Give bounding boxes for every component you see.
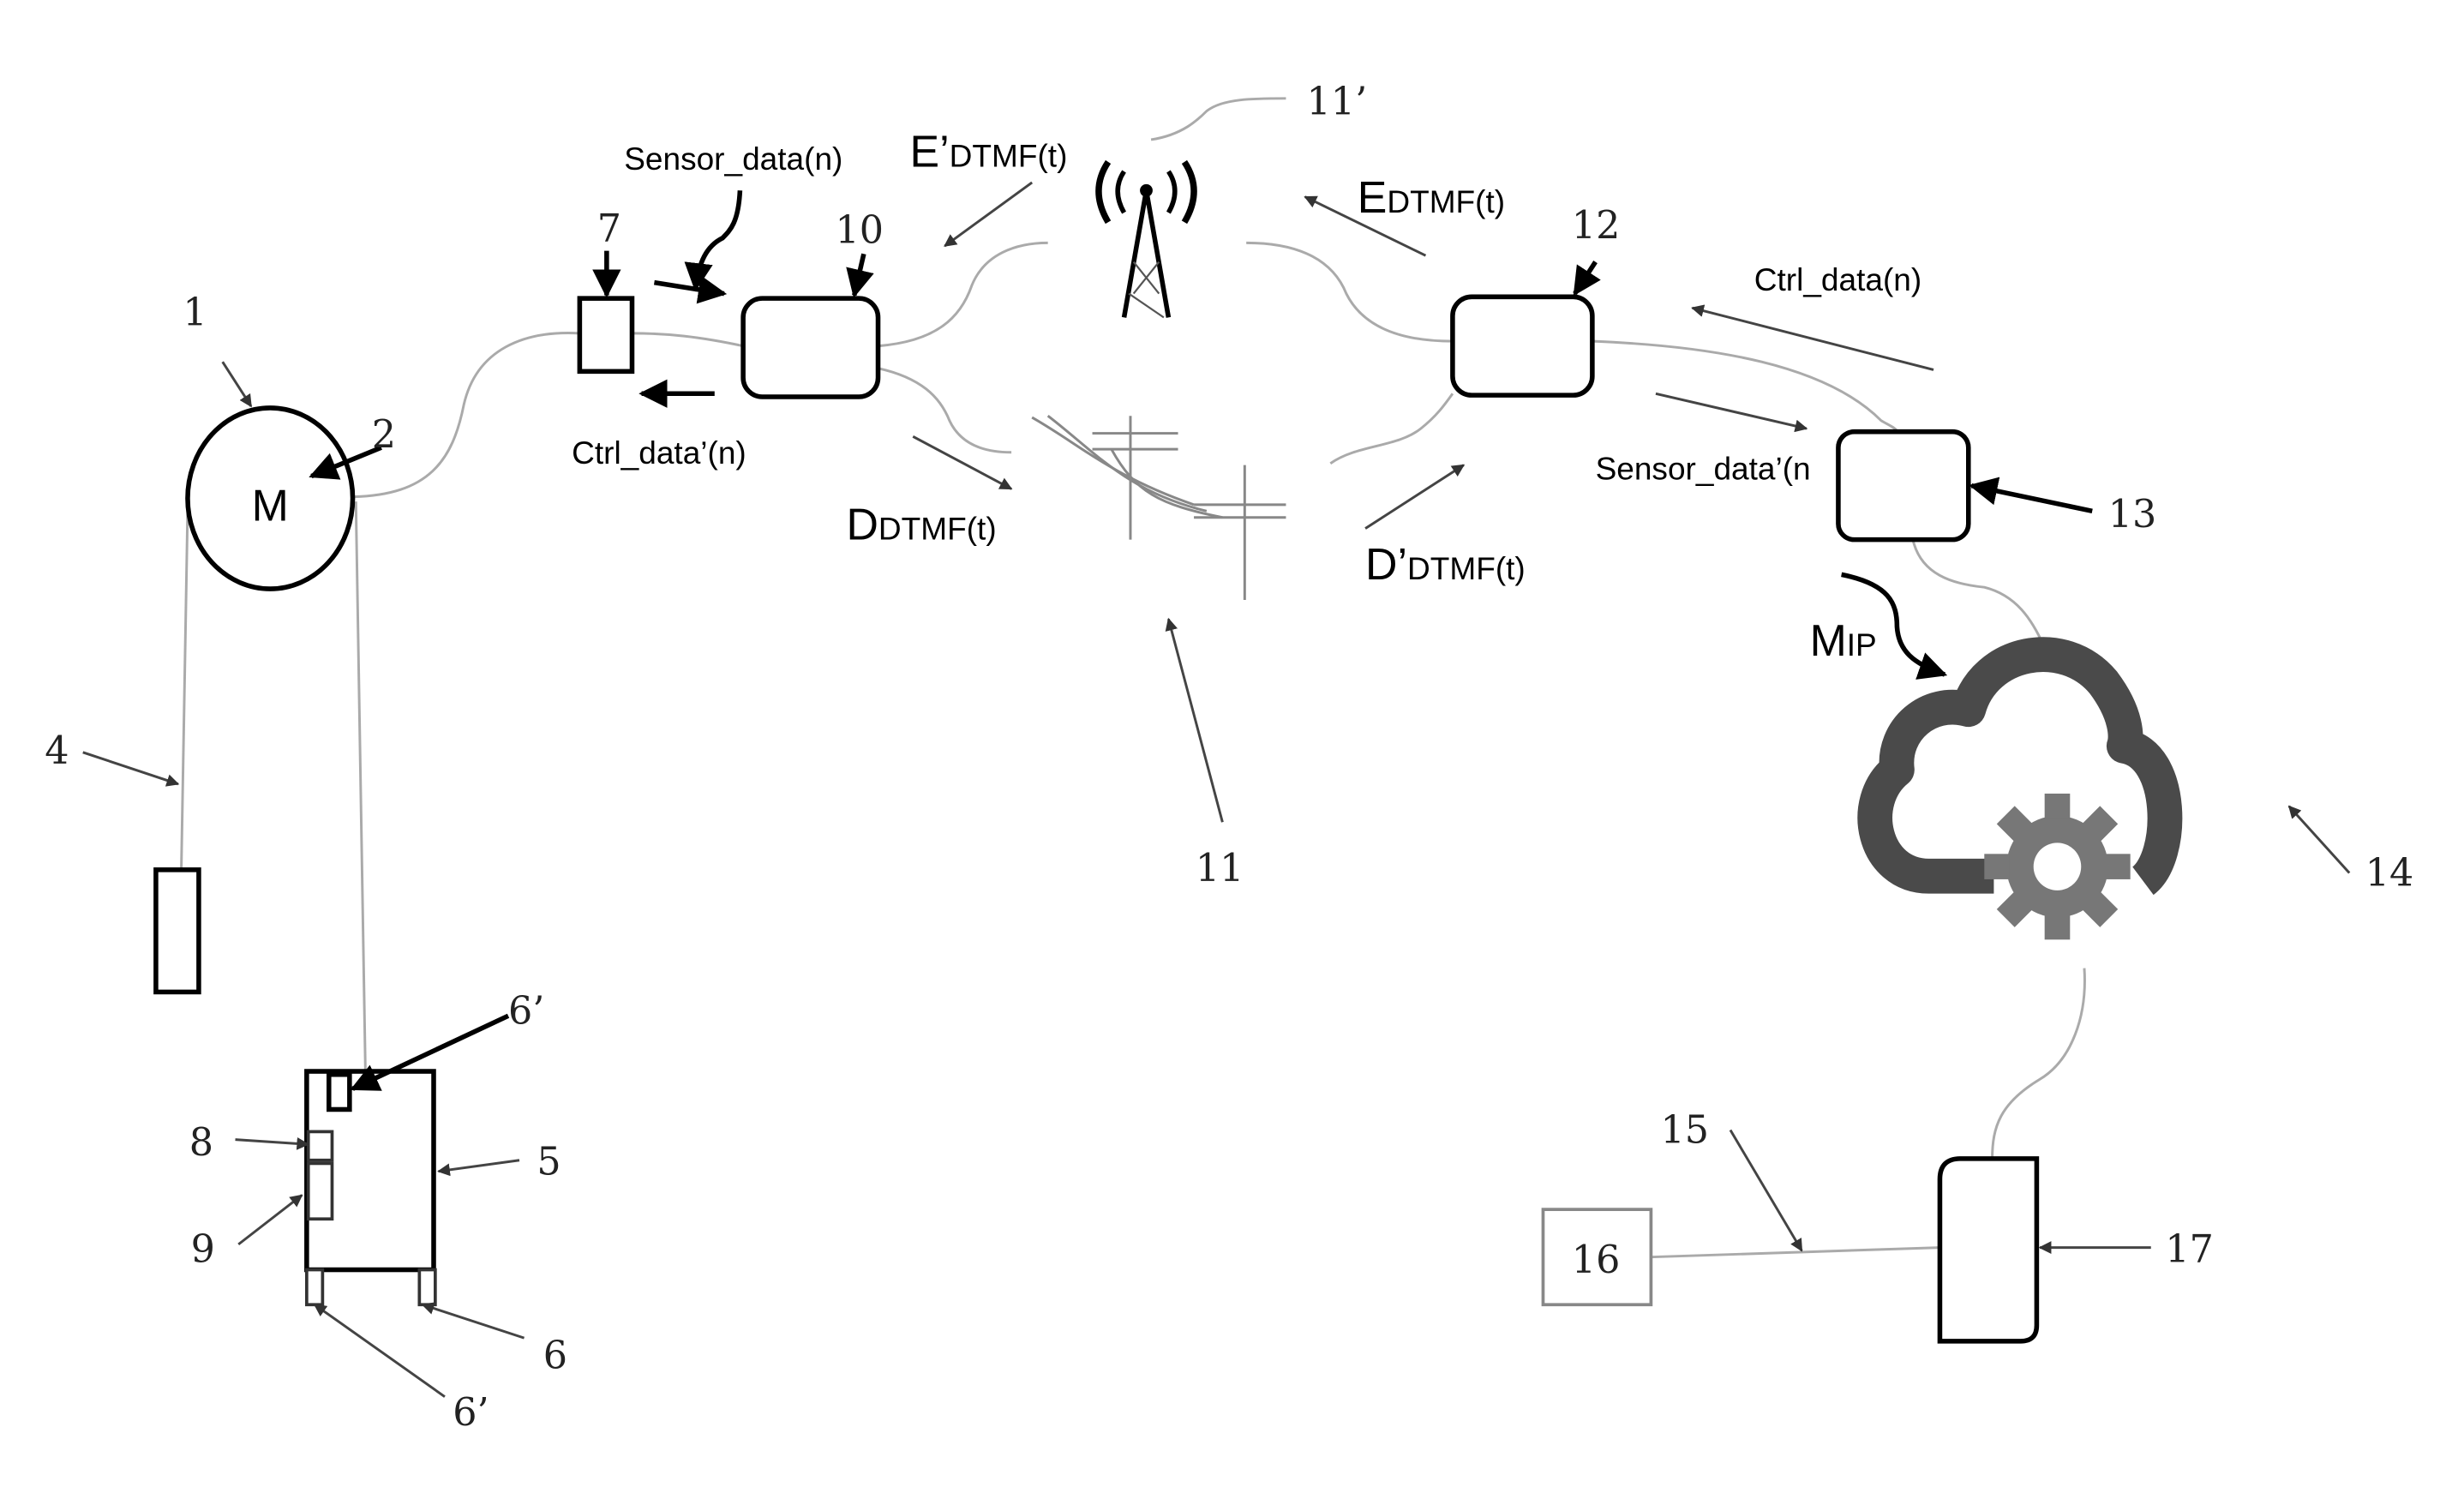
leader-14 — [2287, 805, 2351, 874]
arrow-sensor-curve — [684, 190, 743, 292]
counterweight — [153, 867, 201, 995]
device-16 — [1541, 1208, 1653, 1307]
arrow-2 — [309, 445, 382, 480]
car-foot-right — [417, 1268, 437, 1307]
arrow-d — [912, 435, 1013, 490]
device-12 — [1450, 294, 1595, 398]
label-d-dtmf: DDTMF(t) — [846, 500, 996, 549]
wire-power-to-12 — [1329, 393, 1454, 465]
ref-5: 5 — [537, 1140, 561, 1184]
leader-6 — [421, 1302, 525, 1340]
rope-left — [180, 507, 189, 870]
ref-6p-bottom: 6’ — [453, 1391, 489, 1435]
car-module-8 — [306, 1130, 334, 1162]
ref-8: 8 — [189, 1121, 213, 1165]
arrow-12 — [1573, 261, 1601, 297]
arrow-d-prime — [1364, 464, 1466, 530]
label-e-dtmf: EDTMF(t) — [1358, 172, 1505, 222]
wire-10-to-power — [878, 367, 1012, 454]
wire-12-to-13 — [1592, 339, 1898, 433]
power-line-icon — [1031, 415, 1286, 601]
ref-9: 9 — [191, 1227, 215, 1271]
ref-7: 7 — [597, 207, 621, 250]
car-foot-left — [304, 1268, 325, 1307]
ref-17: 17 — [2165, 1227, 2214, 1271]
leader-11p — [1150, 97, 1286, 141]
ref-6p-top: 6’ — [508, 989, 544, 1033]
leader-11 — [1165, 617, 1224, 823]
device-7 — [577, 296, 635, 375]
arrow-mip — [1841, 572, 1948, 680]
ref-2: 2 — [372, 413, 396, 457]
arrow-sensor-data-prime — [1655, 392, 1808, 433]
leader-5 — [437, 1159, 520, 1177]
motor-label: M — [252, 480, 289, 530]
arrow-6p-top — [350, 1013, 510, 1091]
ref-15: 15 — [1661, 1108, 1710, 1152]
device-13 — [1836, 429, 1971, 543]
label-sensor-data-prime: Sensor_data’(n — [1596, 450, 1811, 486]
wire-tower-to-12 — [1246, 241, 1453, 343]
arrow-13 — [1969, 477, 2093, 514]
ref-14: 14 — [2365, 851, 2414, 895]
device-10 — [740, 296, 881, 399]
wire-10-to-tower — [878, 241, 1048, 348]
ref-13: 13 — [2108, 493, 2157, 537]
radio-tower-icon — [1095, 159, 1197, 319]
cloud-service-icon — [1857, 637, 2183, 940]
arrow-e — [1304, 195, 1427, 257]
label-ctrl-data-prime: Ctrl_data’(n) — [572, 435, 746, 471]
car-module-9 — [306, 1161, 334, 1221]
label-sensor-data: Sensor_data(n) — [624, 141, 842, 177]
wire-13-to-cloud — [1911, 539, 2047, 649]
ref-6: 6 — [543, 1334, 567, 1377]
device-17 — [1937, 1156, 2040, 1344]
leader-4 — [82, 751, 180, 787]
wire-motor-to-7 — [352, 332, 580, 499]
arrow-ctrl-data — [1691, 304, 1934, 371]
leader-1 — [221, 361, 253, 408]
label-ctrl-data: Ctrl_data(n) — [1754, 261, 1921, 297]
wire-7-to-10 — [632, 332, 744, 348]
label-d-prime-dtmf: D’DTMF(t) — [1365, 539, 1526, 589]
label-mip: MIP — [1810, 615, 1877, 665]
wire-cloud-to-17 — [1991, 968, 2086, 1159]
car-top-sensor — [326, 1071, 352, 1112]
leader-9 — [237, 1194, 303, 1246]
wire-15-link — [1651, 1246, 1940, 1259]
leader-8 — [235, 1136, 310, 1150]
motor-circle — [185, 405, 356, 591]
leader-15 — [1729, 1129, 1803, 1252]
ref-12: 12 — [1572, 204, 1621, 248]
ref-1: 1 — [183, 291, 207, 335]
arrow-10 — [846, 253, 874, 298]
ref-10: 10 — [836, 208, 884, 252]
ref-4: 4 — [45, 729, 69, 773]
ref-11p: 11’ — [1307, 80, 1368, 123]
arrow-sensor-in — [653, 275, 728, 304]
rope-right — [354, 501, 367, 1072]
arrow-e-prime — [944, 181, 1034, 248]
ref-11: 11 — [1196, 847, 1244, 890]
leader-6p-bottom — [313, 1304, 446, 1398]
ref-16: 16 — [1572, 1238, 1621, 1282]
label-e-prime-dtmf: E’DTMF(t) — [910, 126, 1068, 176]
